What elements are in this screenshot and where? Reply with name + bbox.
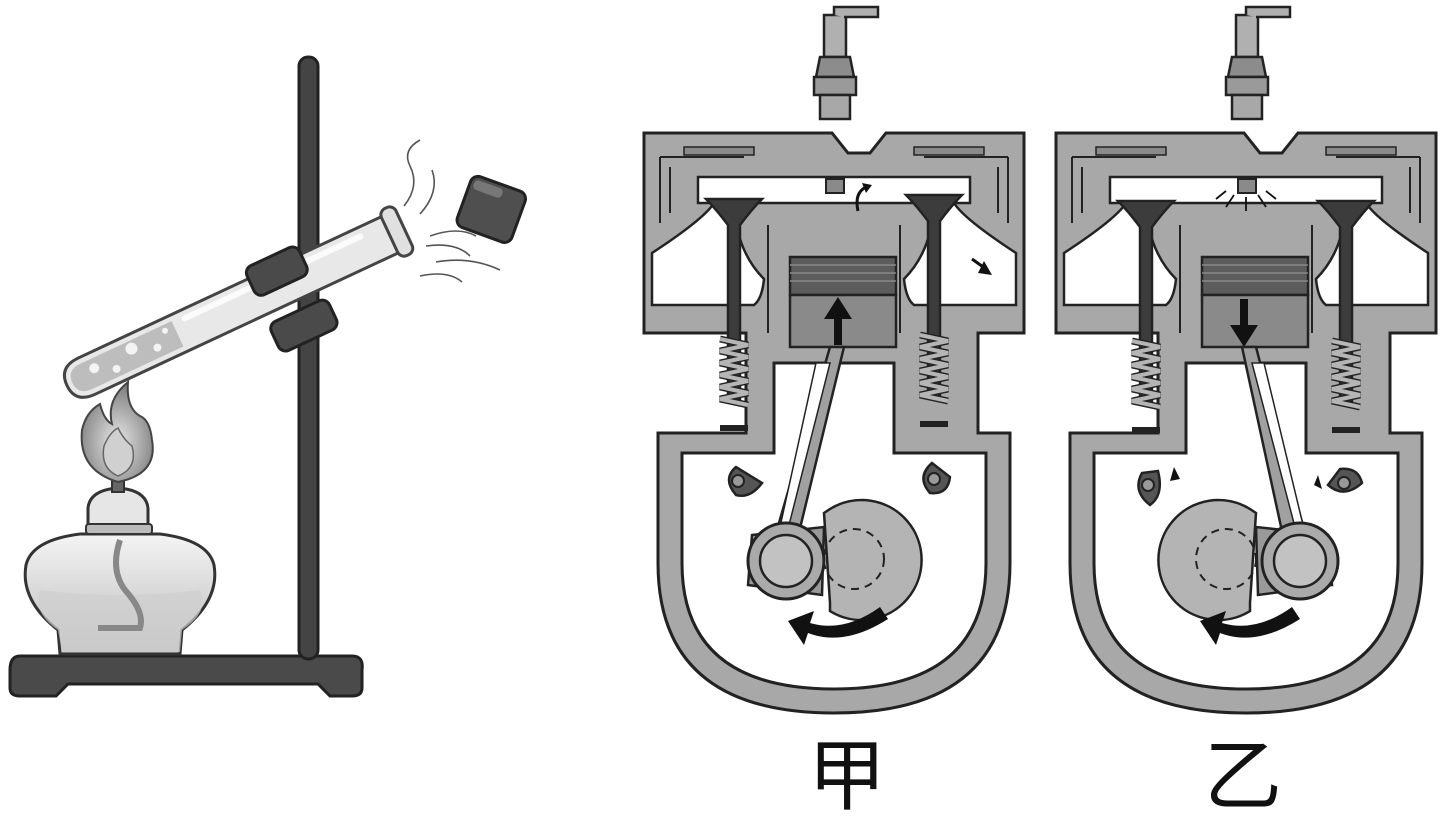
piston-arrow-down [1230, 299, 1258, 347]
lamp-wick-rope [98, 539, 144, 631]
rotation-arrow [1200, 607, 1300, 645]
engine-b [1054, 5, 1438, 715]
bubble [153, 343, 162, 352]
stand-rod [297, 55, 320, 661]
test-tube [62, 205, 415, 399]
tube-liquid [70, 321, 184, 392]
flame-inner [102, 426, 135, 477]
flame [80, 379, 154, 484]
bubble [89, 363, 100, 374]
steam-lines [403, 139, 501, 283]
piston [1200, 255, 1310, 349]
clamp-upper [244, 245, 309, 297]
spark-lines [1215, 190, 1277, 211]
engine-a [642, 5, 1026, 715]
bubble [162, 327, 169, 334]
stopper [455, 174, 528, 244]
piston [788, 255, 898, 349]
bubble [112, 364, 121, 373]
piston-arrow-up [824, 297, 852, 345]
engine-a-label: 甲 [808, 732, 887, 822]
clamp-lower [269, 298, 339, 353]
lamp-collar [85, 523, 153, 535]
tube-lip [379, 205, 415, 258]
bubble [125, 342, 138, 355]
rotation-arrow [788, 607, 888, 645]
engine-b-label: 乙 [1204, 732, 1283, 822]
lamp-liquid [38, 590, 203, 652]
crank-disk [822, 498, 923, 622]
stand-base [8, 654, 364, 698]
alcohol-lamp [23, 469, 217, 656]
lab-apparatus [8, 55, 528, 698]
